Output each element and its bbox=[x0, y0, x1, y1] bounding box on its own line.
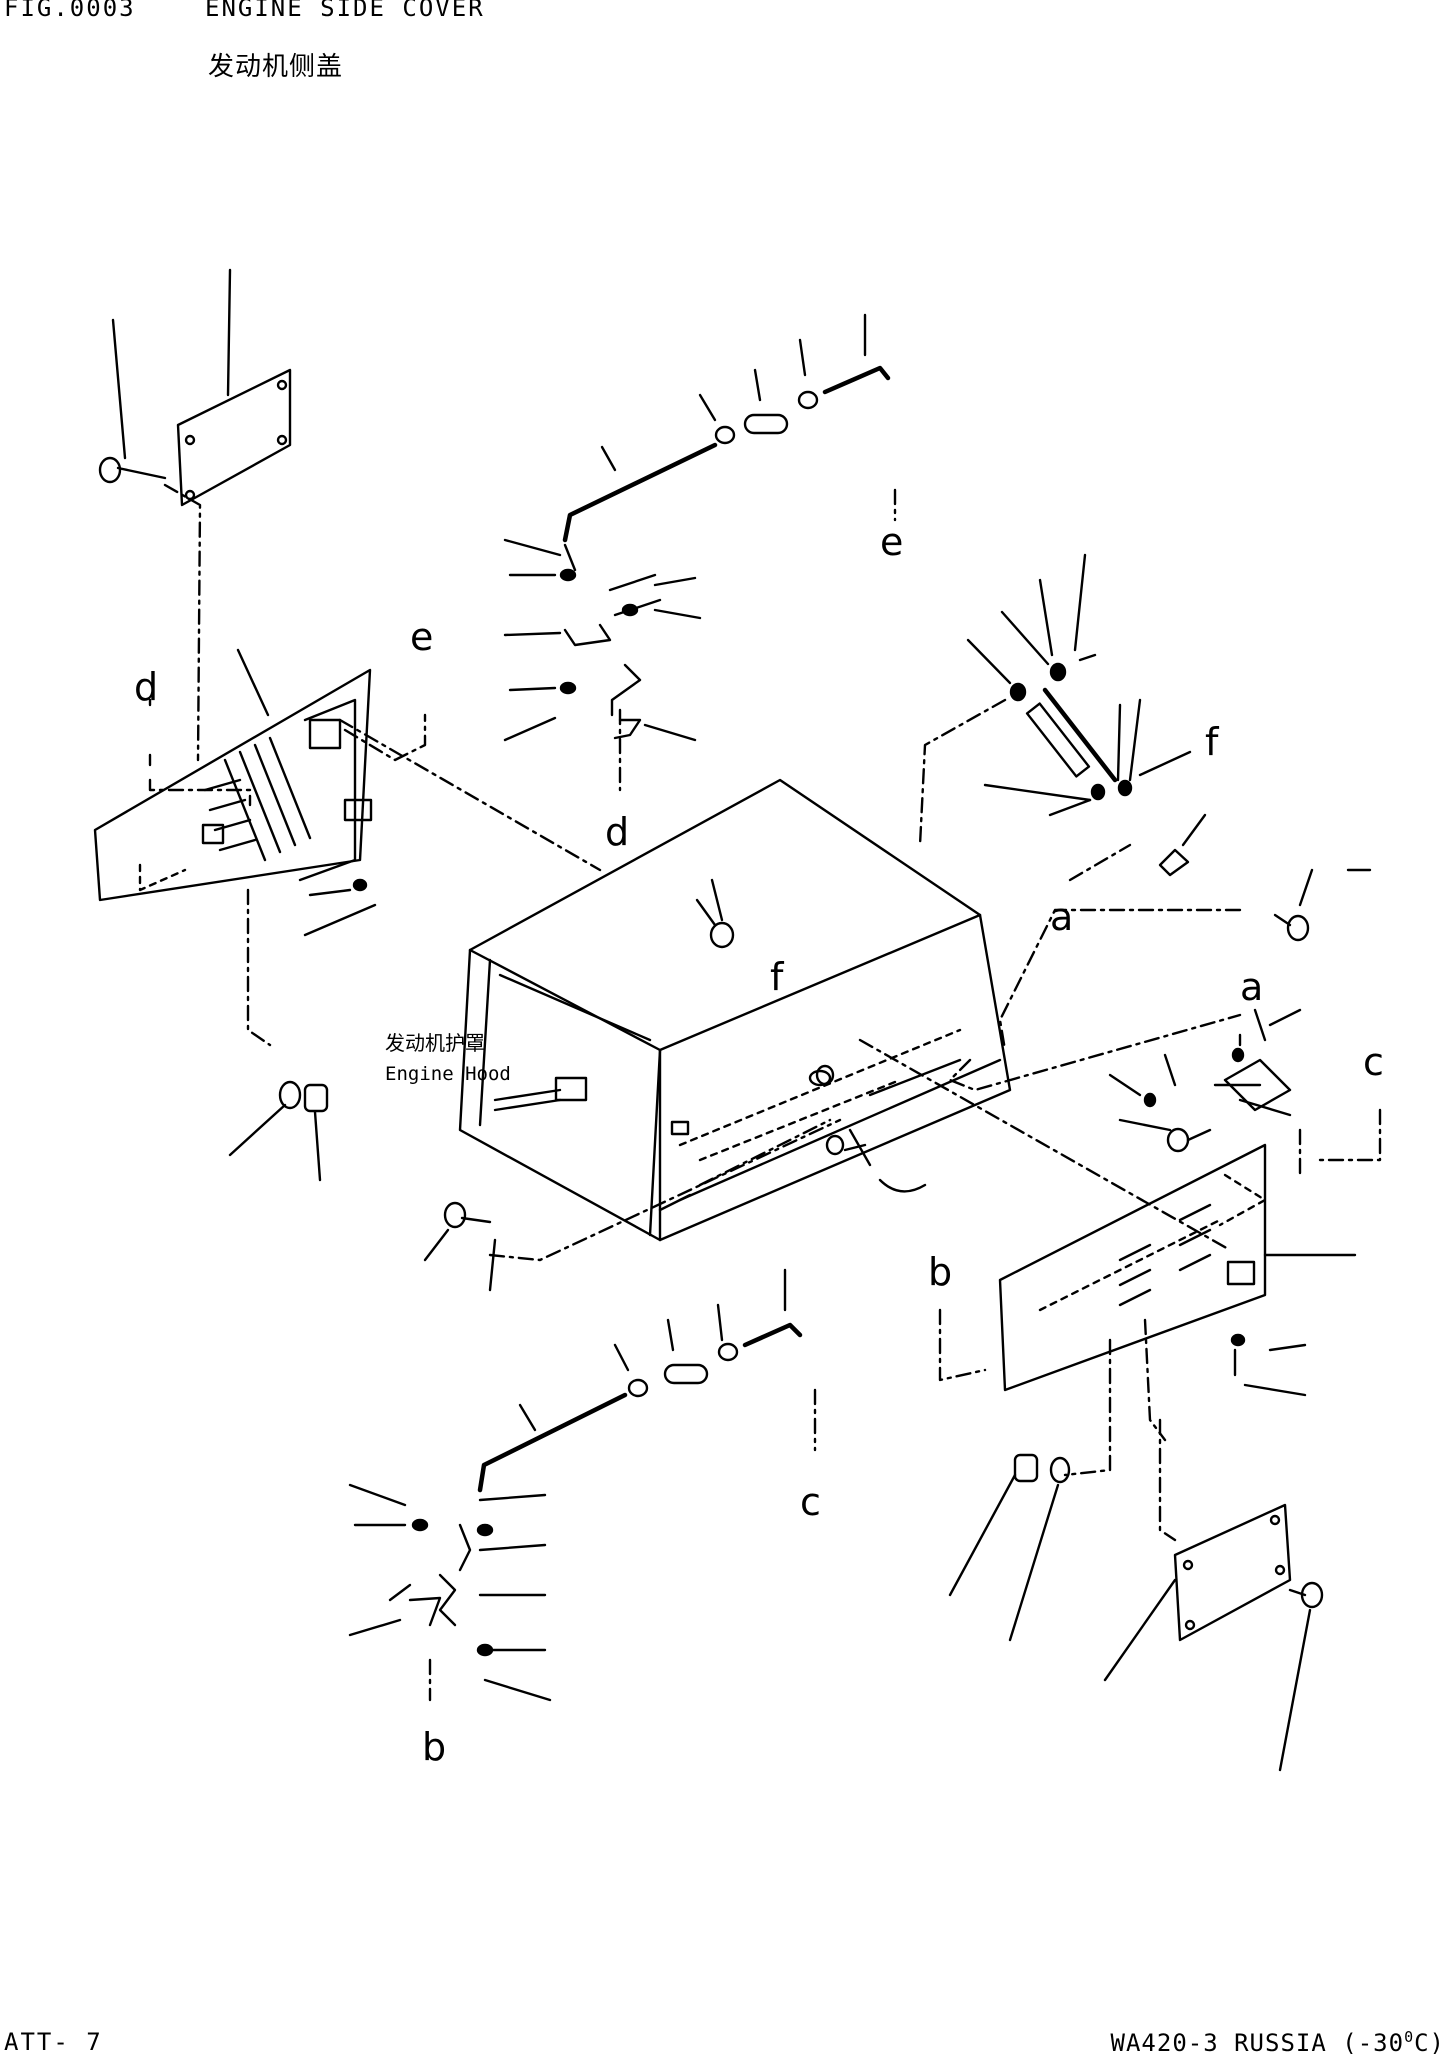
degree-mark: 0 bbox=[1404, 2028, 1415, 2046]
ref-letter-e-top: e bbox=[880, 520, 903, 564]
ref-letter-b-bottom: b bbox=[422, 1725, 446, 1769]
hood-label-english: Engine Hood bbox=[385, 1063, 511, 1085]
reference-letters: d e e d f a f a c b c b bbox=[134, 520, 1384, 1769]
ref-letter-c-bottom: c bbox=[800, 1480, 821, 1524]
bottom-support-rod bbox=[477, 1268, 803, 1493]
ref-letter-f-right: f bbox=[1205, 720, 1220, 764]
ref-letter-a-right: a bbox=[1240, 965, 1263, 1009]
model-text: WA420-3 RUSSIA (-30 bbox=[1110, 2029, 1405, 2057]
connection-lines bbox=[148, 483, 1382, 1702]
latch-mechanism-top bbox=[503, 538, 702, 742]
small-plate-top-left bbox=[176, 368, 292, 507]
model-variant-label: WA420-3 RUSSIA (-300C) bbox=[1111, 2028, 1445, 2057]
figure-number: FIG.0003 bbox=[4, 0, 136, 22]
ref-letter-e-left: e bbox=[410, 615, 433, 659]
attachment-page-number: ATT- 7 bbox=[4, 2028, 103, 2056]
latch-mechanism-bottom bbox=[348, 1483, 552, 1702]
figure-title: ENGINE SIDE COVER bbox=[205, 0, 485, 22]
top-support-rod bbox=[562, 313, 891, 543]
engine-hood bbox=[458, 778, 1012, 1242]
bolts-and-knobs bbox=[98, 318, 1324, 1772]
gas-spring bbox=[966, 553, 1192, 817]
ref-letter-a-hood: a bbox=[1050, 895, 1073, 939]
ref-letter-c-right: c bbox=[1363, 1040, 1384, 1084]
left-side-cover bbox=[93, 668, 373, 902]
right-side-cover bbox=[998, 1143, 1267, 1392]
ref-letter-d-left: d bbox=[134, 665, 158, 709]
leader-lines bbox=[226, 268, 1372, 1257]
ref-letter-b-right: b bbox=[928, 1250, 952, 1294]
temperature-unit: C) bbox=[1414, 2029, 1445, 2057]
engine-hood-callout: 发动机护罩 Engine Hood bbox=[385, 1031, 511, 1085]
ref-letter-f-hood: f bbox=[770, 955, 785, 999]
figure-title-chinese: 发动机侧盖 bbox=[208, 52, 344, 82]
small-plate-bottom-right bbox=[1173, 1503, 1292, 1642]
hood-label-chinese: 发动机护罩 bbox=[385, 1031, 485, 1055]
ref-letter-d-center: d bbox=[605, 810, 629, 854]
